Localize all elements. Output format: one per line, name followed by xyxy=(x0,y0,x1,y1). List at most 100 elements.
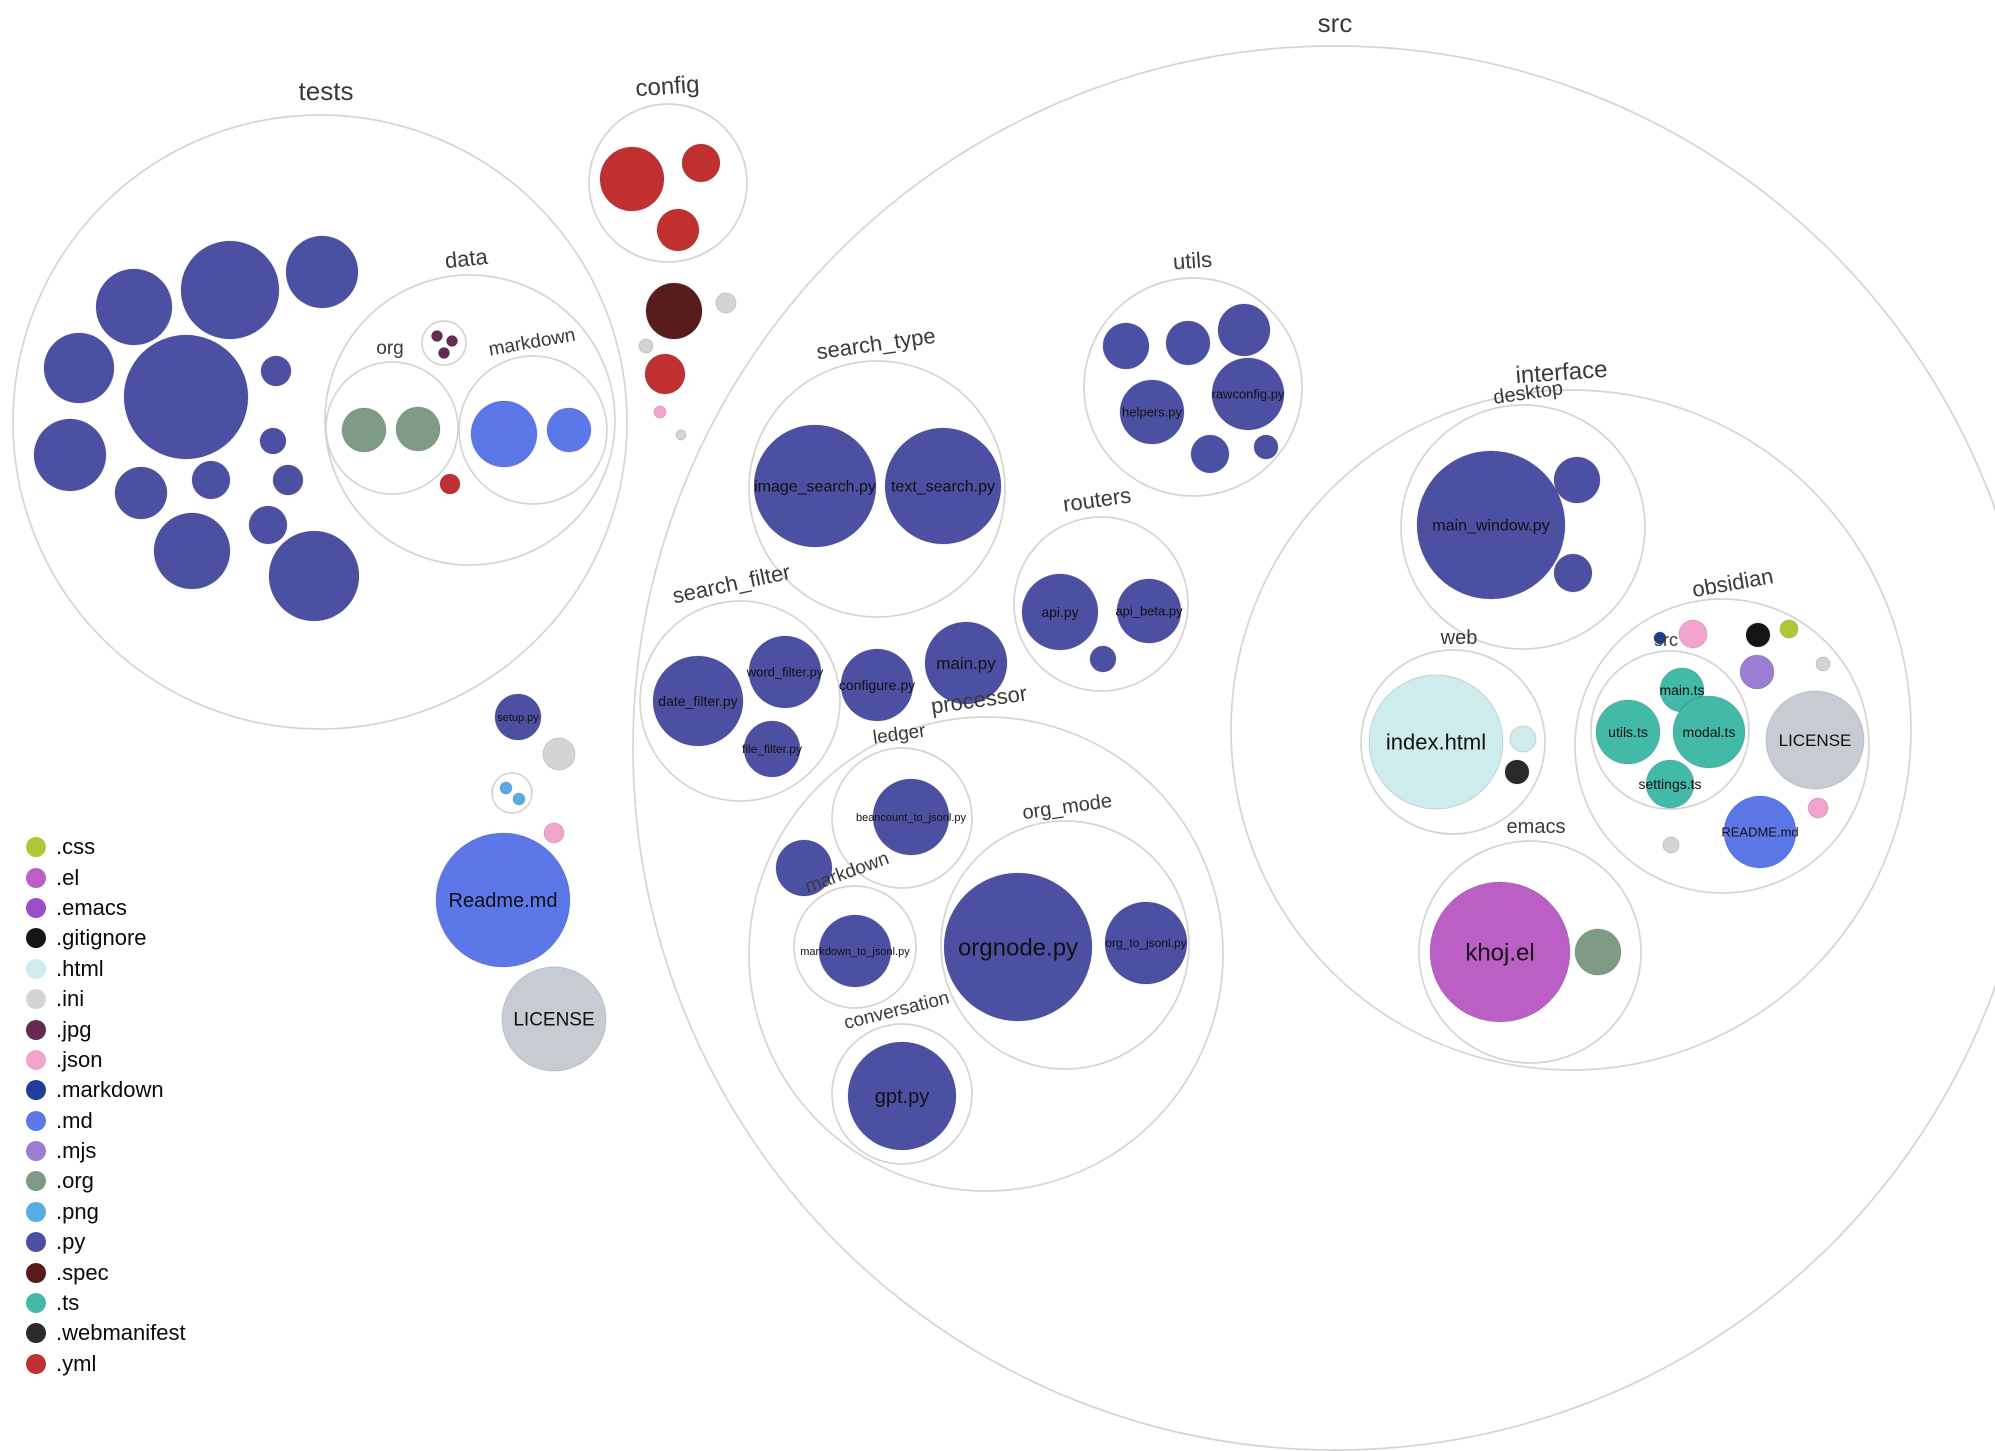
legend-color-dot xyxy=(26,1293,46,1314)
file-circle-configure-py xyxy=(840,648,914,722)
file-circle-jpg xyxy=(446,335,458,347)
file-label-beancount-to-jsonl-py: beancount_to_jsonl.py xyxy=(856,812,967,824)
legend-item-el: .el xyxy=(26,862,186,892)
legend-extension-label: .css xyxy=(56,834,96,860)
file-label-readme-md: Readme.md xyxy=(449,890,558,912)
dir-label-config: config xyxy=(635,71,701,102)
file-circle-json xyxy=(1678,619,1708,649)
file-circle-modal-ts xyxy=(1672,695,1746,769)
legend-extension-label: .html xyxy=(56,955,104,981)
file-label-main-ts: main.ts xyxy=(1659,682,1704,698)
dir-circle-src xyxy=(1590,650,1750,810)
legend-color-dot xyxy=(26,1080,46,1101)
file-circle-py xyxy=(123,334,249,460)
file-circle-main-py xyxy=(924,621,1008,705)
file-label-modal-ts: modal.ts xyxy=(1683,724,1736,740)
file-circle-orgnode-py xyxy=(943,872,1093,1022)
file-label-text-search-py: text_search.py xyxy=(891,479,995,496)
legend-color-dot xyxy=(26,1201,46,1222)
file-circle-image-search-py xyxy=(753,424,877,548)
legend-color-dot xyxy=(26,867,46,888)
file-circle-png xyxy=(499,781,513,795)
file-circle-yml xyxy=(599,146,665,212)
legend-extension-label: .md xyxy=(56,1107,93,1133)
file-circle-py xyxy=(259,427,287,455)
file-label-image-search-py: image_search.py xyxy=(754,479,876,496)
file-circle-mjs xyxy=(1739,654,1775,690)
legend-item-css: .css xyxy=(26,832,186,862)
legend-extension-label: .jpg xyxy=(56,1016,92,1042)
file-circle-py xyxy=(260,355,292,387)
file-label-utils-ts: utils.ts xyxy=(1608,724,1648,740)
legend-color-dot xyxy=(26,1353,46,1374)
file-label-file-filter-py: file_filter.py xyxy=(742,742,802,756)
file-circle-readme-md xyxy=(1723,795,1797,869)
dir-circle-interface xyxy=(1230,389,1912,1071)
legend-item-html: .html xyxy=(26,954,186,984)
file-circle-yml xyxy=(439,473,461,495)
legend-color-dot xyxy=(26,1019,46,1040)
file-circle-jpg xyxy=(431,330,443,342)
file-label-word-filter-py: word_filter.py xyxy=(746,665,824,680)
file-circle-png xyxy=(512,792,526,806)
file-label-rawconfig-py: rawconfig.py xyxy=(1212,387,1285,402)
legend-item-ts: .ts xyxy=(26,1288,186,1318)
file-circle-py xyxy=(153,512,231,590)
legend-extension-label: .json xyxy=(56,1046,103,1072)
file-circle-py xyxy=(775,839,833,897)
file-label-markdown-to-jsonl-py: markdown_to_jsonl.py xyxy=(800,946,910,958)
file-circle-text-search-py xyxy=(884,427,1002,545)
file-circle-md xyxy=(546,407,592,453)
file-label-khoj-el: khoj.el xyxy=(1465,939,1534,966)
dir-circle-search-type xyxy=(748,360,1006,618)
legend-color-dot xyxy=(26,1049,46,1070)
legend-item-py: .py xyxy=(26,1227,186,1257)
file-circle-py xyxy=(1089,645,1117,673)
file-circle-py xyxy=(1217,303,1271,357)
file-circle-py xyxy=(272,464,304,496)
legend-item-ini: .ini xyxy=(26,984,186,1014)
file-circle-ini xyxy=(542,737,576,771)
file-label-setup-py: setup.py xyxy=(497,712,539,724)
file-circle-py xyxy=(1190,434,1230,474)
legend-item-spec: .spec xyxy=(26,1257,186,1287)
file-circle-main-window-py xyxy=(1416,450,1566,600)
file-circle-css xyxy=(1779,619,1799,639)
file-circle-api-py xyxy=(1021,573,1099,651)
dir-label-data: data xyxy=(444,244,490,273)
file-circle-py xyxy=(114,466,168,520)
file-circle-org xyxy=(341,407,387,453)
file-circle-api-beta-py xyxy=(1116,578,1182,644)
file-circle-khoj-el xyxy=(1429,881,1571,1023)
file-circle-ini xyxy=(675,429,687,441)
legend-item-mjs: .mjs xyxy=(26,1136,186,1166)
legend-item-jpg: .jpg xyxy=(26,1014,186,1044)
file-circle-word-filter-py xyxy=(748,635,822,709)
legend-color-dot xyxy=(26,989,46,1010)
file-circle-py xyxy=(1165,320,1211,366)
file-circle-webmanifest xyxy=(1504,759,1530,785)
file-label-main-window-py: main_window.py xyxy=(1432,518,1549,535)
legend-color-dot xyxy=(26,1323,46,1344)
legend-extension-label: .el xyxy=(56,864,80,890)
file-circle-html xyxy=(1509,725,1537,753)
legend-color-dot xyxy=(26,897,46,918)
file-circle-setup-py xyxy=(494,693,542,741)
legend-item-md: .md xyxy=(26,1106,186,1136)
dir-label-utils: utils xyxy=(1172,247,1213,275)
file-label-api-beta-py: api_beta.py xyxy=(1115,604,1183,619)
file-circle-org xyxy=(1574,928,1622,976)
legend-item-org: .org xyxy=(26,1166,186,1196)
legend-extension-label: .org xyxy=(56,1168,94,1194)
legend-extension-label: .ini xyxy=(56,986,85,1012)
dir-label-tests: tests xyxy=(299,76,354,106)
file-circle-beancount-to-jsonl-py xyxy=(872,778,950,856)
file-label-gpt-py: gpt.py xyxy=(875,1086,929,1108)
file-circle-helpers-py xyxy=(1119,379,1185,445)
file-label-license: LICENSE xyxy=(513,1010,594,1031)
legend-extension-label: .yml xyxy=(56,1350,97,1376)
legend-extension-label: .emacs xyxy=(56,894,127,920)
legend-extension-label: .webmanifest xyxy=(56,1320,186,1346)
dir-circle-unnamed xyxy=(491,772,533,814)
